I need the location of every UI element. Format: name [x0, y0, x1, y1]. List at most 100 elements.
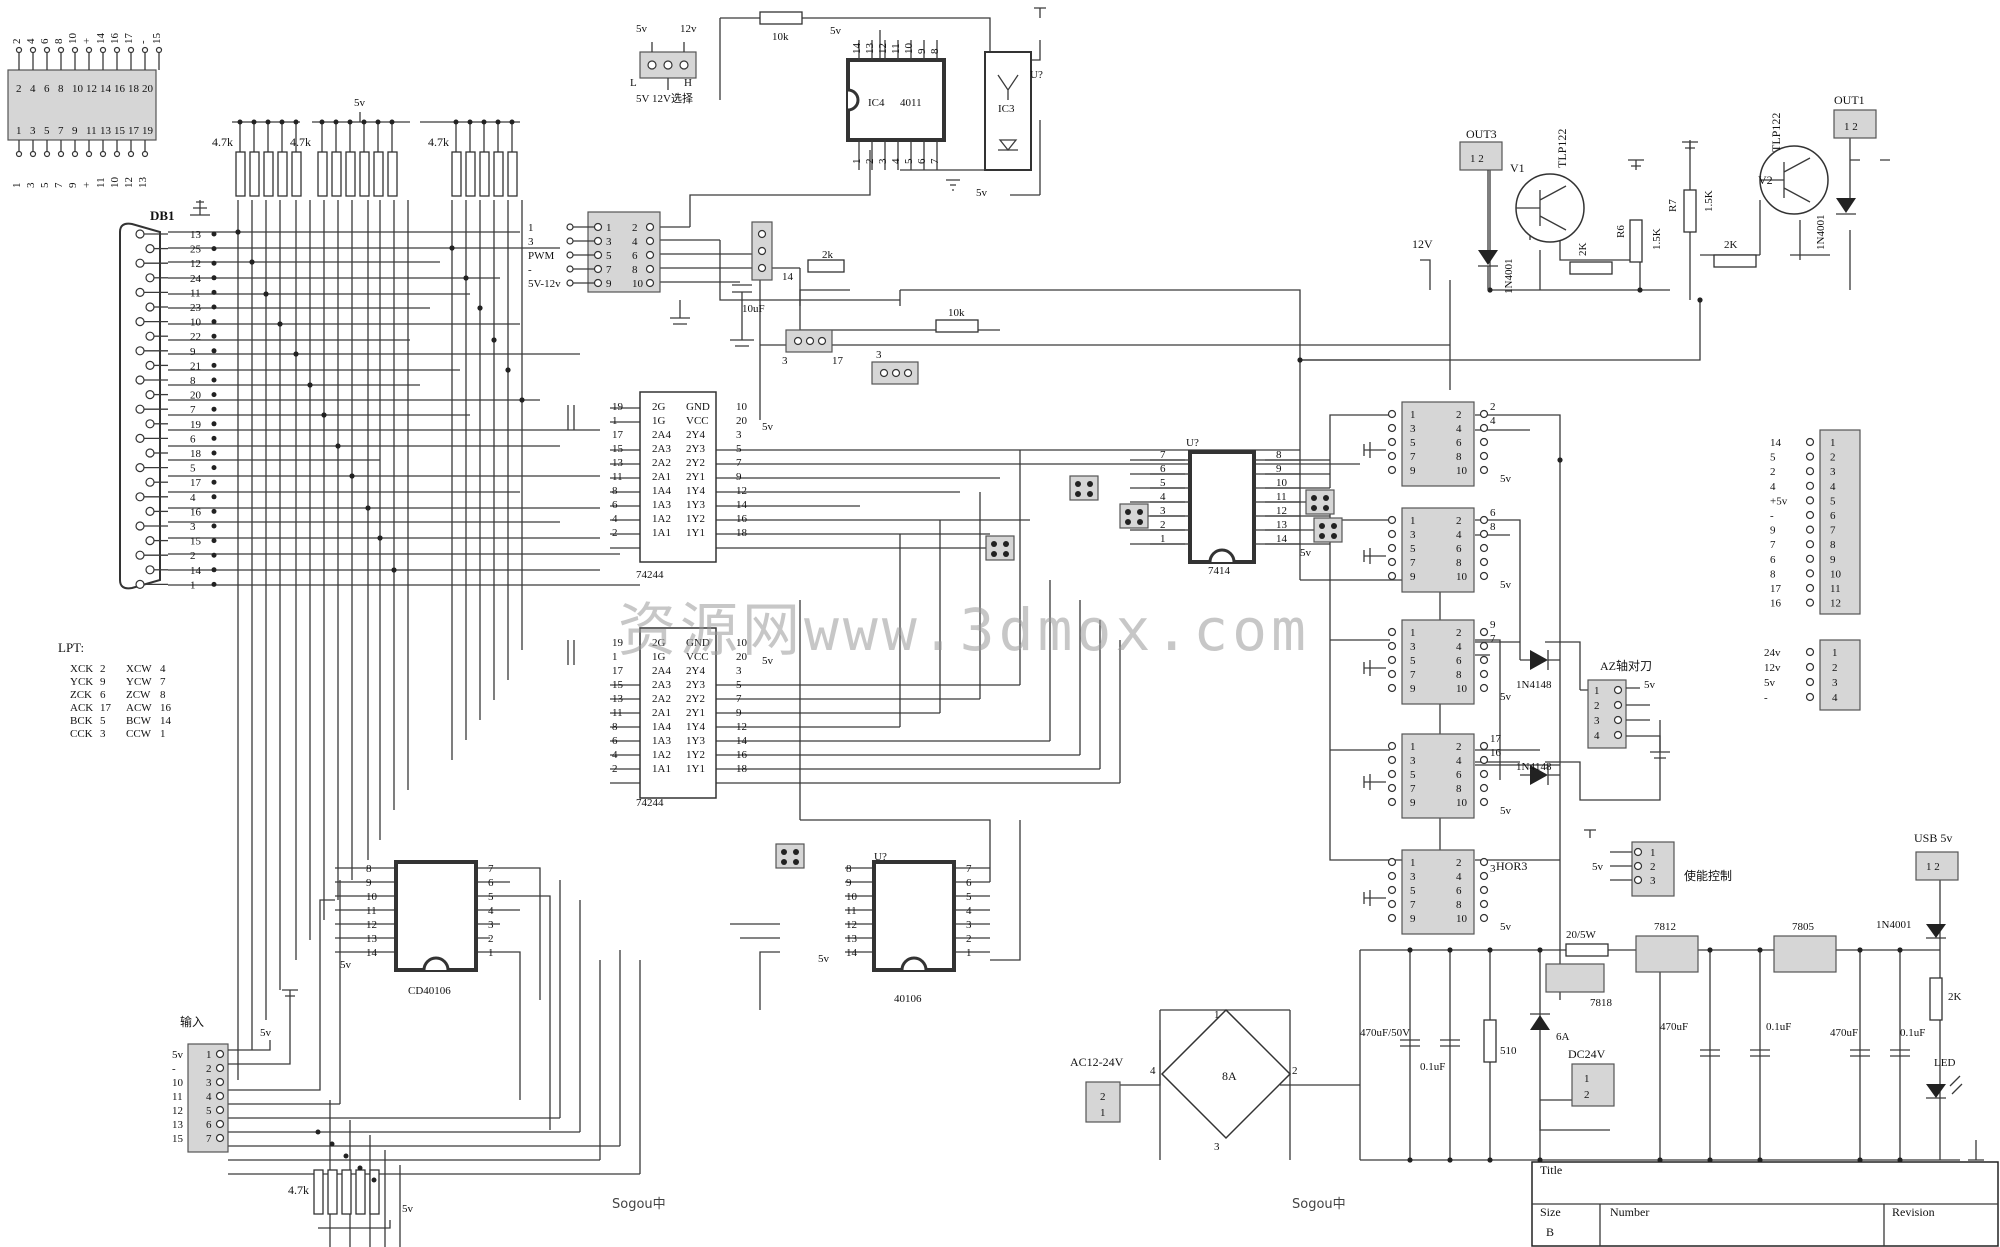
ic4-top-pin: 12	[877, 43, 889, 54]
opto-ground	[1363, 548, 1386, 564]
ic-74244-upper-right-name: 1Y3	[686, 499, 705, 511]
rc12-pin	[1805, 598, 1815, 607]
db25-pin-number: 24	[190, 273, 202, 285]
ic-cd40106-notch	[422, 956, 450, 971]
ic-74244-upper-right-num: 10	[736, 401, 748, 413]
header-3pin-a-right: 17	[832, 355, 844, 367]
db25-pin	[145, 331, 155, 341]
pwm-pin-left	[593, 278, 603, 288]
svg-text:1: 1	[1214, 1009, 1220, 1021]
rc12-pin-num: 4	[1830, 481, 1836, 493]
opto-pin-out	[1479, 409, 1489, 419]
ic-74244-upper-right-num: 9	[736, 471, 742, 483]
connector-bottom-label: 3	[25, 182, 37, 188]
junction-dot	[321, 412, 327, 418]
pwm-pin-right-num: 4	[632, 236, 638, 248]
db25-pin-number: 14	[190, 565, 202, 577]
output-stage: 1 2 OUT3 1 2 OUT1 V1 TLP122 V2 TLP122 1N…	[1412, 93, 1877, 294]
ic-74244-lower-left-num: 11	[612, 707, 623, 719]
enable-label: 使能控制	[1684, 868, 1732, 883]
junction-dot	[491, 337, 497, 343]
svg-text:1 2: 1 2	[1926, 861, 1940, 873]
junction-dot	[211, 435, 217, 441]
junction-dot	[235, 229, 241, 235]
junction-dot	[1407, 1157, 1413, 1163]
opto-right-num: 8	[1456, 669, 1462, 681]
lpt-cell: YCK	[70, 676, 93, 688]
led-label: LED	[1934, 1057, 1955, 1069]
junction-dot	[1447, 1157, 1453, 1163]
ic3-transistor	[997, 74, 1019, 100]
opto-left-num: 7	[1410, 899, 1416, 911]
connector-top-label: 2	[11, 39, 23, 45]
connector-bottom-pad	[141, 150, 149, 158]
ic4-body	[846, 58, 946, 142]
connector-top-pad	[15, 46, 23, 54]
opto-left-num: 1	[1410, 857, 1416, 869]
ic-7414-left-pin: 5	[1160, 477, 1166, 489]
cap-470uf-b: 470uF	[1830, 1027, 1858, 1039]
junction-dot	[1407, 947, 1413, 953]
opto-pin-in	[1387, 769, 1397, 779]
junction-dot	[449, 245, 455, 251]
ic-7414-notch	[1208, 548, 1236, 563]
ic-74244-upper-left-name: 2A2	[652, 457, 671, 469]
junction-dot	[509, 119, 515, 125]
opto-vcc: 5v	[1500, 805, 1512, 817]
pwm-pin-right	[645, 278, 655, 288]
resistor-20-5w-label: 20/5W	[1566, 929, 1597, 941]
ic-cd40106-right-pin: 5	[488, 891, 494, 903]
ic-40106-notch	[900, 956, 928, 971]
opto-right-num: 6	[1456, 655, 1462, 667]
res-pack-a-label: 4.7k	[212, 135, 233, 149]
vcc-12v-label: 12V	[1412, 237, 1433, 251]
input-signal: 13	[172, 1119, 184, 1131]
ic-74244-lower-right-num: 9	[736, 707, 742, 719]
junction-dot	[1707, 947, 1713, 953]
reg-7818	[1545, 963, 1605, 993]
junction-dot	[1897, 947, 1903, 953]
input-pin-num: 3	[206, 1077, 212, 1089]
opto-out-b: 7	[1490, 633, 1496, 645]
connector-top-label: -	[137, 40, 149, 44]
enable-pin-num: 2	[1650, 861, 1656, 873]
connector-top-label: 15	[151, 33, 163, 45]
opto-pin-in	[1387, 655, 1397, 665]
pw4-pin-num: 4	[1832, 692, 1838, 704]
ic-74244-lower-left-name: 2A1	[652, 707, 671, 719]
opto-left-num: 9	[1410, 571, 1416, 583]
pwm-pin-left-num: 7	[606, 264, 612, 276]
voltage-select: 5v 12v L H 5V 12V选择	[630, 23, 697, 105]
resistor-4-7k	[507, 151, 518, 197]
junction-dot	[343, 1153, 349, 1159]
pwm-pin-left-num: 1	[606, 222, 612, 234]
connector-bottom-pad	[43, 150, 51, 158]
ic-40106-right-pin: 7	[966, 863, 972, 875]
junction-dot	[1557, 457, 1563, 463]
resistor-packs	[235, 119, 518, 197]
junction-dot	[333, 119, 339, 125]
pw4-signal: -	[1764, 692, 1768, 704]
ic4-vcc: 5v	[830, 25, 842, 37]
resistor-20-5w	[1565, 943, 1609, 957]
ic3-u: U?	[1030, 69, 1043, 81]
junction-dots	[235, 229, 1903, 1163]
pwm-pin-right-num: 2	[632, 222, 638, 234]
db25-pin-number: 3	[190, 521, 196, 533]
db25-pin	[135, 229, 145, 239]
opto-left-num: 3	[1410, 423, 1416, 435]
ic-74244-lower-left-name: 2A4	[652, 665, 671, 677]
opto-left-num: 5	[1410, 655, 1416, 667]
connector-bottom-pad	[113, 150, 121, 158]
opto-out-a: 2	[1490, 401, 1496, 413]
opto-left-num: 7	[1410, 557, 1416, 569]
db25-pin-number: 17	[190, 477, 202, 489]
connector-row-top-num: 6	[44, 83, 50, 95]
diode-1n4148-a: 1N4148	[1516, 650, 1560, 691]
opto-pin-out	[1479, 669, 1489, 679]
ic-74244-lower-left-num: 8	[612, 721, 618, 733]
